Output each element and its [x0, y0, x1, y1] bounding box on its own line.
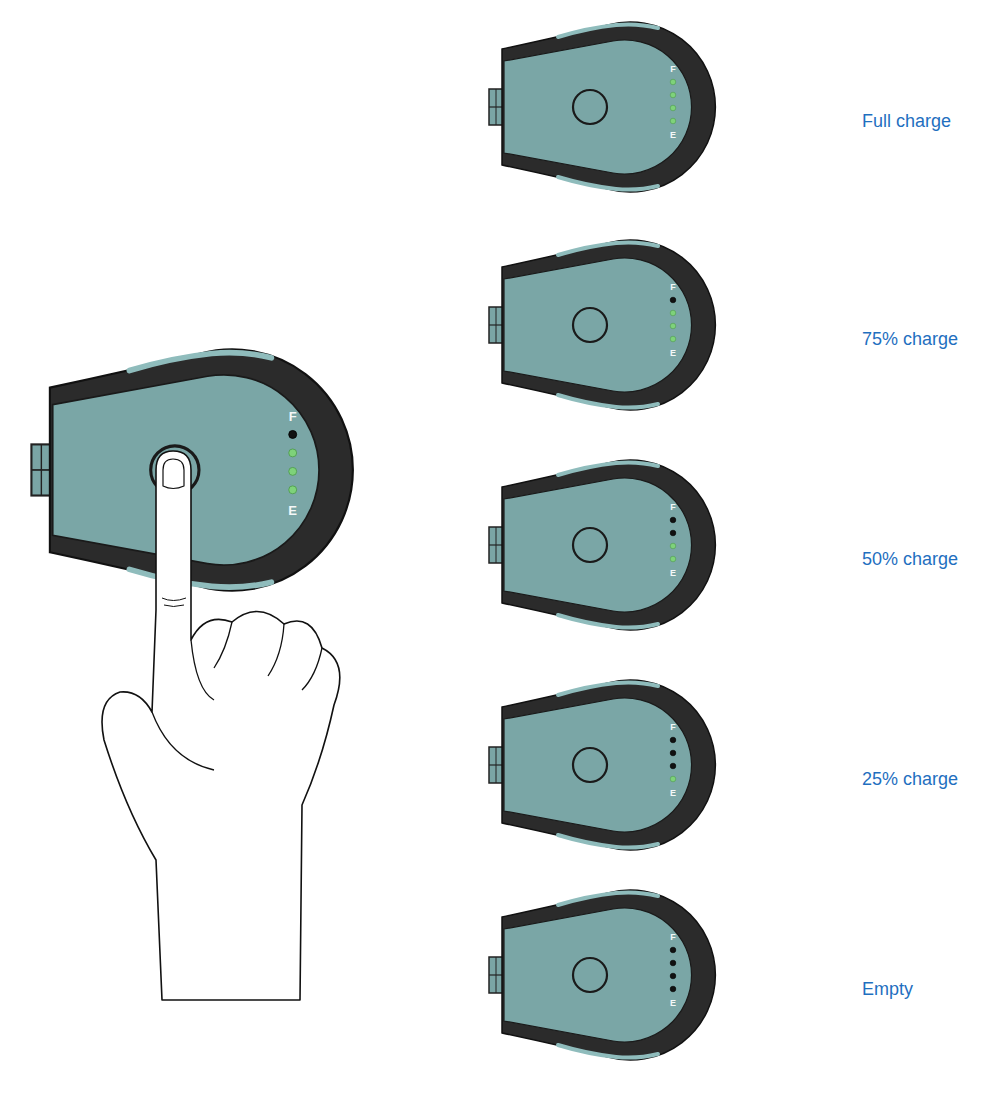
device-state: [489, 680, 715, 850]
state-caption: 75% charge: [862, 329, 958, 350]
device-state: [489, 890, 715, 1060]
led: [670, 543, 676, 549]
led: [670, 79, 676, 85]
gauge-letter: F: [670, 503, 676, 512]
led: [670, 517, 676, 523]
led: [289, 486, 297, 494]
gauge-letter: E: [670, 131, 676, 140]
gauge-letter: F: [670, 933, 676, 942]
led: [670, 118, 676, 124]
led: [670, 750, 676, 756]
led: [289, 449, 297, 457]
device-state: [489, 240, 715, 410]
device-large: [31, 349, 352, 590]
led: [670, 960, 676, 966]
led: [289, 430, 297, 438]
led: [670, 310, 676, 316]
led: [670, 776, 676, 782]
led: [670, 737, 676, 743]
led: [670, 336, 676, 342]
device-state: [489, 22, 715, 192]
led: [289, 467, 297, 475]
led: [670, 530, 676, 536]
led: [670, 105, 676, 111]
led: [670, 973, 676, 979]
state-caption: Empty: [862, 979, 913, 1000]
gauge-letter: E: [670, 999, 676, 1008]
state-caption: Full charge: [862, 111, 951, 132]
device-state: [489, 460, 715, 630]
gauge-letter: F: [289, 410, 297, 423]
led: [670, 556, 676, 562]
led: [670, 297, 676, 303]
hand: [102, 451, 340, 1000]
led: [670, 763, 676, 769]
led: [670, 323, 676, 329]
gauge-letter: F: [670, 283, 676, 292]
gauge-letter: E: [288, 503, 297, 516]
led: [670, 986, 676, 992]
gauge-letter: E: [670, 349, 676, 358]
led: [670, 92, 676, 98]
gauge-letter: F: [670, 65, 676, 74]
gauge-letter: F: [670, 723, 676, 732]
state-caption: 50% charge: [862, 549, 958, 570]
gauge-letter: E: [670, 789, 676, 798]
led: [670, 947, 676, 953]
state-caption: 25% charge: [862, 769, 958, 790]
gauge-letter: E: [670, 569, 676, 578]
